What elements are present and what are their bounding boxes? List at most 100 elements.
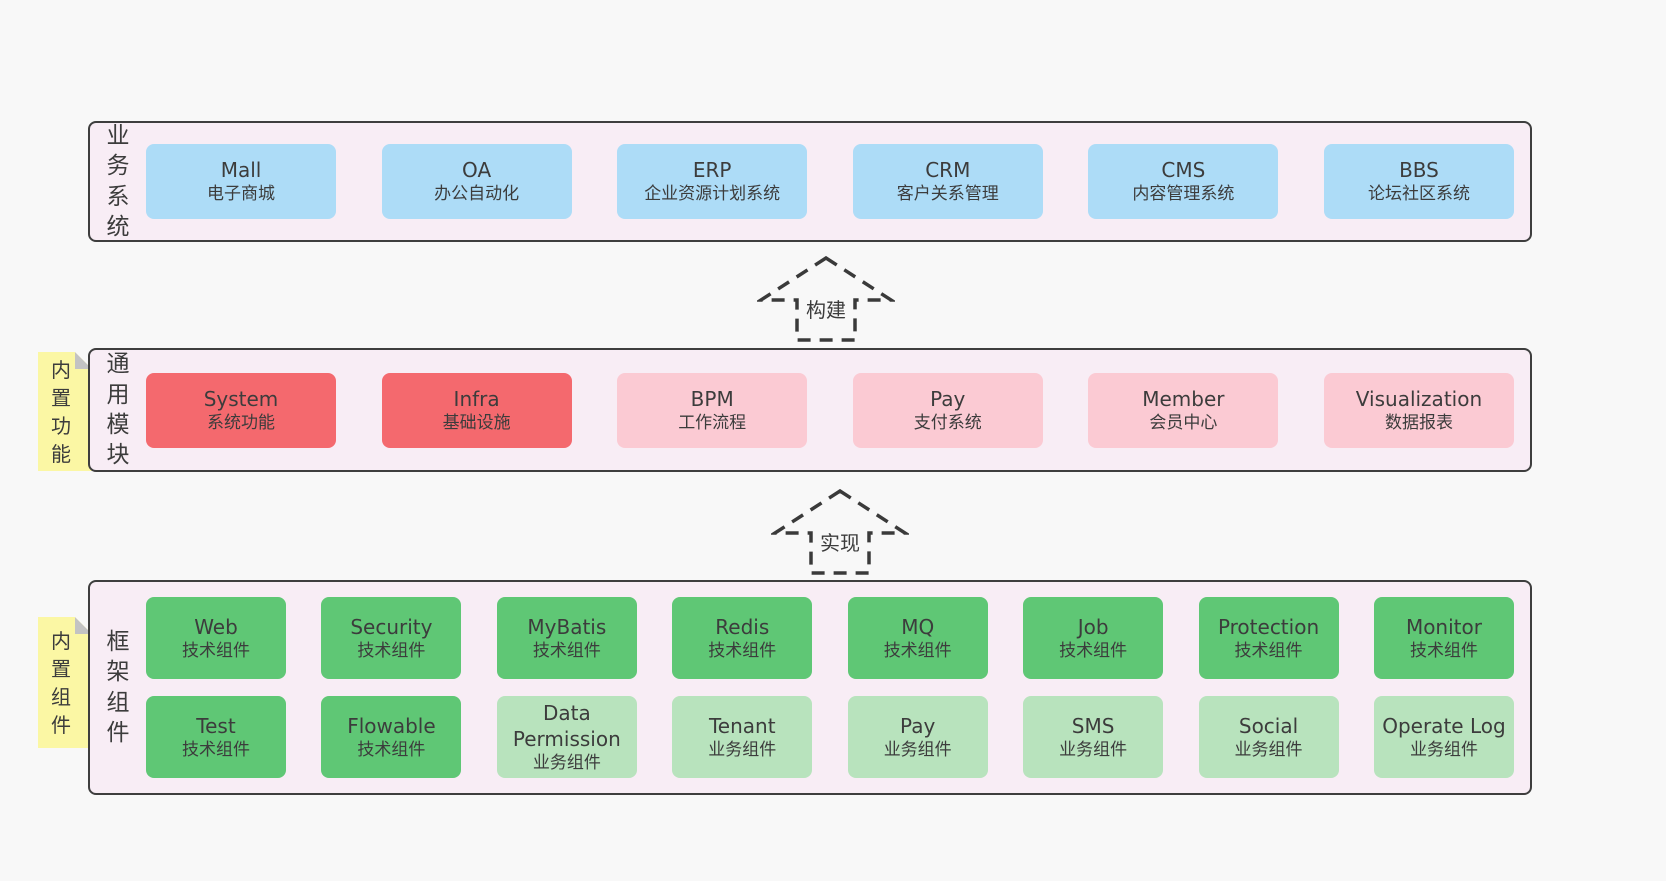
node-subtitle: 工作流程 (678, 412, 747, 433)
node-mall: Mall 电子商城 (146, 144, 336, 219)
panel-side-label-text: 框架组件 (106, 628, 130, 746)
node-subtitle: 技术组件 (182, 739, 250, 760)
node-member: Member 会员中心 (1088, 372, 1279, 448)
node-cms: CMS 内容管理系统 (1088, 144, 1279, 219)
arrow-implement-label: 实现 (817, 527, 863, 556)
node-title: BPM (690, 386, 734, 411)
node-tenant: Tenant 业务组件 (672, 696, 813, 778)
panel-side-label: 通用模块 (90, 349, 146, 470)
node-mq: MQ 技术组件 (847, 597, 988, 679)
node-job: Job 技术组件 (1023, 597, 1164, 679)
node-title: BBS (1399, 158, 1439, 183)
node-erp: ERP 企业资源计划系统 (617, 144, 808, 219)
node-visualization: Visualization 数据报表 (1323, 372, 1514, 448)
node-security: Security 技术组件 (321, 597, 462, 679)
node-title: Tenant (708, 713, 776, 738)
node-subtitle: 技术组件 (883, 640, 952, 661)
node-infra: Infra 基础设施 (381, 372, 572, 448)
node-subtitle: 技术组件 (357, 640, 426, 661)
panel-common-modules: 通用模块 System 系统功能 Infra 基础设施 BPM 工作流程 Pay… (88, 348, 1532, 472)
sticky-note-builtin-features: 内置功能 (38, 352, 92, 471)
node-subtitle: 内容管理系统 (1132, 184, 1235, 205)
node-subtitle: 业务组件 (532, 752, 601, 773)
node-data-permission: Data Permission 业务组件 (496, 696, 637, 778)
node-subtitle: 技术组件 (708, 640, 777, 661)
node-subtitle: 企业资源计划系统 (644, 184, 781, 205)
node-title: MQ (901, 614, 935, 639)
node-system: System 系统功能 (146, 372, 336, 448)
node-subtitle: 数据报表 (1384, 412, 1453, 433)
node-subtitle: 电子商城 (207, 184, 275, 205)
panel-side-label: 框架组件 (90, 627, 146, 748)
node-title: Protection (1217, 614, 1320, 639)
node-subtitle: 论坛社区系统 (1367, 184, 1470, 205)
node-bbs: BBS 论坛社区系统 (1323, 144, 1514, 219)
node-subtitle: 会员中心 (1149, 412, 1218, 433)
node-subtitle: 技术组件 (1409, 640, 1478, 661)
node-subtitle: 技术组件 (1234, 640, 1303, 661)
node-oa: OA 办公自动化 (381, 144, 572, 219)
node-bpm: BPM 工作流程 (617, 372, 808, 448)
node-subtitle: 业务组件 (1059, 739, 1128, 760)
node-pay: Pay 支付系统 (852, 372, 1043, 448)
node-title: Data Permission (512, 700, 621, 751)
node-title: Mall (220, 158, 262, 183)
node-subtitle: 支付系统 (913, 412, 982, 433)
node-subtitle: 业务组件 (1234, 739, 1303, 760)
dashed-up-arrow-icon (757, 256, 895, 342)
node-flowable: Flowable 技术组件 (321, 696, 462, 778)
node-monitor: Monitor 技术组件 (1373, 597, 1514, 679)
node-title: OA (462, 158, 492, 183)
node-title: ERP (692, 158, 732, 183)
framework-box-rows: Web 技术组件 Security 技术组件 MyBatis 技术组件 Redi… (146, 597, 1514, 778)
framework-row-2: Test 技术组件 Flowable 技术组件 Data Permission … (146, 696, 1514, 778)
panel-side-label-text: 通用模块 (106, 351, 130, 469)
node-title: Operate Log (1382, 713, 1506, 738)
node-title: CMS (1161, 158, 1206, 183)
panel-framework-components: 框架组件 Web 技术组件 Security 技术组件 MyBatis 技术组件… (88, 580, 1532, 795)
node-subtitle: 技术组件 (532, 640, 601, 661)
node-title: Visualization (1355, 386, 1483, 411)
sticky-note-text: 内置功能 (51, 357, 71, 466)
node-title: CRM (925, 158, 971, 183)
node-title: Job (1077, 614, 1109, 639)
node-protection: Protection 技术组件 (1198, 597, 1339, 679)
arrow-build: 构建 (757, 256, 895, 342)
panel-side-label-text: 业务系统 (106, 122, 130, 240)
dashed-up-arrow-icon (771, 489, 909, 575)
business-box-row: Mall 电子商城 OA 办公自动化 ERP 企业资源计划系统 CRM 客户关系… (146, 144, 1514, 219)
node-subtitle: 办公自动化 (434, 184, 520, 205)
sticky-note-text: 内置组件 (51, 628, 71, 737)
node-social: Social 业务组件 (1198, 696, 1339, 778)
panel-business-systems: 业务系统 Mall 电子商城 OA 办公自动化 ERP 企业资源计划系统 CRM… (88, 121, 1532, 242)
node-crm: CRM 客户关系管理 (852, 144, 1043, 219)
node-title: Test (196, 713, 236, 738)
node-title: SMS (1071, 713, 1115, 738)
node-subtitle: 技术组件 (357, 739, 426, 760)
node-subtitle: 技术组件 (1059, 640, 1128, 661)
node-title: Monitor (1405, 614, 1482, 639)
node-subtitle: 客户关系管理 (896, 184, 999, 205)
node-title: Redis (715, 614, 770, 639)
node-title: MyBatis (527, 614, 607, 639)
node-test: Test 技术组件 (146, 696, 286, 778)
node-web: Web 技术组件 (146, 597, 286, 679)
node-subtitle: 技术组件 (182, 640, 250, 661)
node-subtitle: 业务组件 (1409, 739, 1478, 760)
node-mybatis: MyBatis 技术组件 (496, 597, 637, 679)
node-title: Pay (930, 386, 966, 411)
node-title: Pay (900, 713, 936, 738)
node-title: Member (1142, 386, 1225, 411)
node-title: Flowable (347, 713, 436, 738)
node-subtitle: 基础设施 (442, 412, 511, 433)
node-subtitle: 业务组件 (708, 739, 777, 760)
panel-side-label: 业务系统 (90, 121, 146, 242)
node-title: System (203, 386, 279, 411)
framework-row-1: Web 技术组件 Security 技术组件 MyBatis 技术组件 Redi… (146, 597, 1514, 679)
modules-box-row: System 系统功能 Infra 基础设施 BPM 工作流程 Pay 支付系统… (146, 372, 1514, 448)
node-sms: SMS 业务组件 (1023, 696, 1164, 778)
arrow-implement: 实现 (771, 489, 909, 575)
node-subtitle: 系统功能 (207, 412, 275, 433)
node-title: Social (1238, 713, 1299, 738)
node-title: Security (350, 614, 433, 639)
